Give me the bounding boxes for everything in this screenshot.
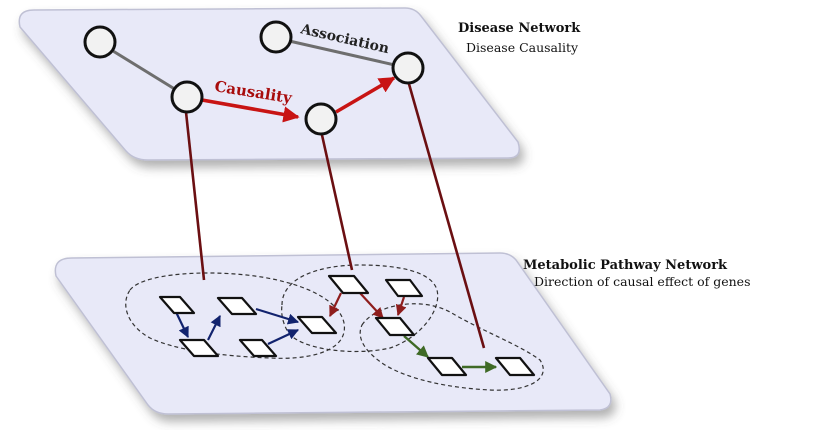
disease-node bbox=[391, 51, 425, 85]
pathway-node bbox=[178, 338, 220, 358]
pathway-node bbox=[384, 278, 424, 298]
pathway-arrow bbox=[359, 292, 384, 319]
edge-causality-1 bbox=[201, 98, 300, 123]
disease-network-subtitle: Disease Causality bbox=[466, 40, 579, 55]
pathway-arrow bbox=[403, 335, 429, 358]
pathway-node bbox=[426, 356, 468, 377]
mapping-link-1 bbox=[184, 111, 206, 281]
disease-nodes bbox=[83, 20, 425, 136]
mapping-links bbox=[184, 83, 486, 349]
metabolic-network-subtitle: Direction of causal effect of genes bbox=[534, 274, 751, 289]
pathway-arrow bbox=[329, 292, 342, 317]
pathway-arrow bbox=[175, 311, 189, 338]
pathway-node bbox=[238, 338, 278, 358]
module-b-arrows bbox=[329, 292, 407, 319]
pathway-node bbox=[158, 295, 196, 315]
edge-causality-2 bbox=[335, 76, 396, 114]
module-a-arrows bbox=[175, 307, 300, 345]
pathway-arrow bbox=[395, 296, 407, 317]
disease-network-title: Disease Network bbox=[458, 21, 581, 36]
edge-gray-left bbox=[99, 41, 187, 98]
pathway-nodes bbox=[158, 274, 536, 377]
pathway-node bbox=[296, 315, 338, 335]
disease-node bbox=[170, 80, 204, 114]
mapping-link-2 bbox=[320, 134, 354, 271]
pathway-node bbox=[374, 316, 416, 337]
pathway-node bbox=[494, 356, 536, 377]
module-outline-c bbox=[359, 303, 544, 391]
edge-association bbox=[275, 36, 409, 70]
disease-node bbox=[259, 20, 293, 54]
pathway-arrow bbox=[255, 307, 300, 325]
pathway-arrow bbox=[207, 315, 221, 341]
disease-node bbox=[304, 102, 338, 136]
module-outline-a bbox=[125, 272, 345, 359]
pathway-node bbox=[216, 296, 258, 316]
module-c-arrows bbox=[403, 335, 498, 373]
pathway-arrow bbox=[267, 329, 299, 345]
disease-plane bbox=[18, 7, 520, 161]
mapping-link-3 bbox=[407, 83, 486, 349]
disease-node bbox=[83, 25, 117, 59]
metabolic-network-title: Metabolic Pathway Network bbox=[523, 258, 728, 273]
pathway-node bbox=[327, 274, 370, 295]
